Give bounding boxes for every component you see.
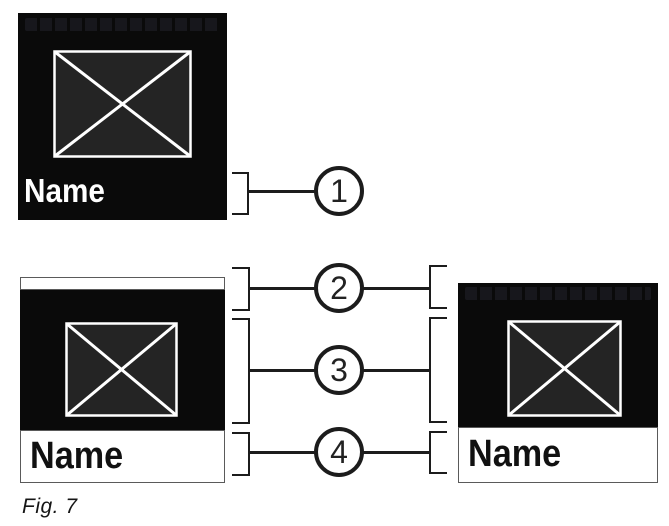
name-bar-area: Name <box>20 430 225 483</box>
callout-number-1: 1 <box>330 173 348 209</box>
screen-preview-full: Name <box>18 13 227 220</box>
image-placeholder-icon <box>53 50 192 158</box>
callout-circle-3: 3 <box>314 345 364 395</box>
callout-line-2-left <box>250 287 315 290</box>
callout-line-3-right <box>363 369 429 372</box>
menu-bar-area <box>20 277 225 290</box>
screen-preview-no-menu: Name <box>458 283 658 483</box>
callout-bracket-1 <box>232 172 249 215</box>
callout-circle-4: 4 <box>314 427 364 477</box>
figure-caption: Fig. 7 <box>22 495 78 518</box>
callout-bracket-3-left <box>232 318 250 424</box>
callout-number-3: 3 <box>330 352 348 388</box>
callout-bracket-3-right <box>429 317 447 423</box>
callout-bracket-4-right <box>429 431 447 474</box>
dimmed-menu-bar <box>465 287 651 300</box>
screen-name-label: Name <box>30 434 124 477</box>
callout-line-2-right <box>363 287 429 290</box>
screen-name-label: Name <box>468 433 562 476</box>
callout-circle-2: 2 <box>314 263 364 313</box>
callout-number-4: 4 <box>330 434 348 470</box>
image-placeholder-icon <box>65 322 178 417</box>
callout-bracket-2-left <box>232 267 250 311</box>
callout-circle-1: 1 <box>314 166 364 216</box>
image-placeholder-icon <box>507 320 622 417</box>
callout-number-2: 2 <box>330 270 348 306</box>
callout-line-1 <box>249 190 315 193</box>
screen-preview-with-menu: Name <box>20 277 225 483</box>
image-area <box>20 290 225 430</box>
callout-bracket-2-right <box>429 265 447 309</box>
callout-line-3-left <box>250 369 315 372</box>
callout-line-4-left <box>250 451 315 454</box>
callout-bracket-4-left <box>232 432 250 476</box>
name-bar-area: Name <box>458 427 658 483</box>
screen-name-label: Name <box>24 172 105 209</box>
image-area <box>458 283 658 427</box>
callout-line-4-right <box>363 451 429 454</box>
dimmed-menu-bar <box>25 18 220 31</box>
